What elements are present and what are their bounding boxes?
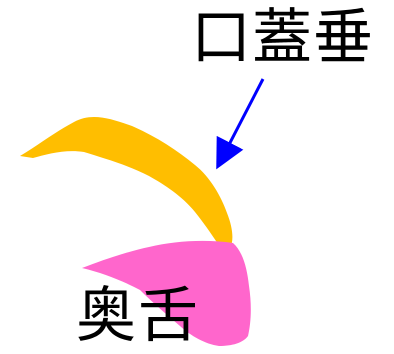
- back-tongue-label: 奥舌: [76, 281, 200, 351]
- tongue-shape: [82, 240, 251, 346]
- palate-shape: [20, 117, 233, 248]
- pointer-arrow: [216, 78, 265, 170]
- uvula-label: 口蓋垂: [191, 3, 374, 73]
